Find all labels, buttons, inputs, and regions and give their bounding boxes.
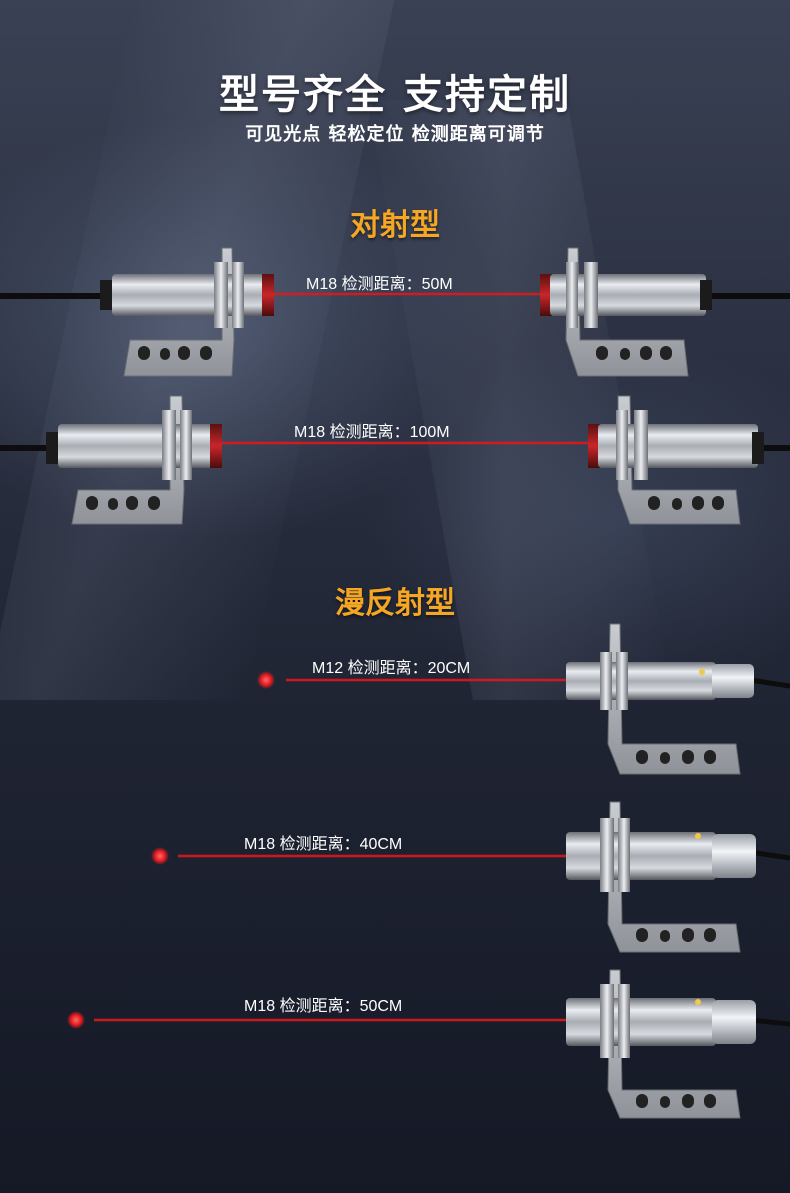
sensor-body	[566, 832, 716, 880]
sensor-nut	[618, 984, 630, 1058]
bracket-hole	[660, 752, 670, 764]
bracket-hole	[200, 346, 212, 360]
sensor-tail	[46, 432, 60, 464]
laser-spot	[151, 847, 169, 865]
cable	[749, 677, 790, 689]
bracket-hole	[704, 928, 716, 942]
sensor-nut	[214, 262, 228, 328]
diffuse-sensor-m18-40cm	[151, 801, 790, 953]
bracket-hole	[178, 346, 190, 360]
sensor-nut	[162, 410, 176, 480]
sensor-nut	[616, 410, 628, 480]
mounting-bracket	[617, 395, 741, 525]
clear-cap	[712, 664, 754, 698]
clear-cap	[712, 1000, 756, 1044]
sensor-tail	[752, 432, 764, 464]
bracket-hole	[108, 498, 118, 510]
spec-label-diffuse-1: M12 检测距离：20CM	[312, 660, 471, 677]
bracket-hole	[712, 496, 724, 510]
sensor-tail	[700, 280, 712, 310]
sensor-nut	[180, 410, 192, 480]
sensor-body	[566, 662, 716, 700]
indicator-led	[699, 669, 705, 675]
mounting-bracket	[607, 623, 741, 775]
sensor-body	[566, 998, 716, 1046]
sensor-nut	[566, 262, 578, 328]
mounting-bracket	[565, 247, 689, 377]
sensor-tail	[100, 280, 114, 310]
clear-cap	[712, 834, 756, 878]
bracket-hole	[704, 750, 716, 764]
laser-spot	[67, 1011, 85, 1029]
sensor-nut	[600, 984, 614, 1058]
sensor-body	[112, 274, 270, 316]
bracket-hole	[682, 750, 694, 764]
spec-label-diffuse-2: M18 检测距离：40CM	[244, 836, 403, 853]
sensor-nut	[232, 262, 244, 328]
sensor-nut	[634, 410, 648, 480]
bracket-hole	[660, 930, 670, 942]
bracket-hole	[620, 348, 630, 360]
spec-label-through-beam-2: M18 检测距离：100M	[294, 424, 450, 441]
sensor-nut	[584, 262, 598, 328]
sensor-nut	[600, 652, 612, 710]
laser-spot	[257, 671, 275, 689]
bracket-hole	[138, 346, 150, 360]
indicator-led	[695, 833, 701, 839]
subheadline: 可见光点 轻松定位 检测距离可调节	[245, 124, 545, 145]
through-beam-pair-50m	[0, 247, 790, 377]
bracket-hole	[636, 928, 648, 942]
cable	[749, 849, 790, 861]
sensor-nut	[616, 652, 628, 710]
bracket-hole	[636, 1094, 648, 1108]
diffuse-sensor-m12	[257, 623, 790, 775]
bracket-hole	[682, 1094, 694, 1108]
headline: 型号齐全 支持定制	[219, 72, 571, 118]
emitter-lens	[210, 424, 222, 468]
sensor-nut	[600, 818, 614, 892]
spec-label-diffuse-3: M18 检测距离：50CM	[244, 998, 403, 1015]
spec-label-through-beam-1: M18 检测距离：50M	[306, 276, 453, 293]
receiver-lens	[540, 274, 552, 316]
bracket-hole	[672, 498, 682, 510]
bracket-hole	[640, 346, 652, 360]
bracket-hole	[126, 496, 138, 510]
bracket-hole	[86, 496, 98, 510]
bracket-hole	[682, 928, 694, 942]
sensor-body	[58, 424, 218, 468]
emitter-lens	[262, 274, 274, 316]
bracket-hole	[648, 496, 660, 510]
through-beam-pair-100m	[0, 395, 790, 525]
bracket-hole	[160, 348, 170, 360]
section-title-through-beam: 对射型	[350, 208, 440, 243]
bracket-hole	[148, 496, 160, 510]
receiver-lens	[588, 424, 600, 468]
bracket-hole	[660, 346, 672, 360]
cable	[749, 1017, 790, 1027]
section-title-diffuse: 漫反射型	[335, 586, 455, 621]
indicator-led	[695, 999, 701, 1005]
diffuse-sensor-m18-50cm	[67, 969, 790, 1119]
sensor-nut	[618, 818, 630, 892]
bracket-hole	[636, 750, 648, 764]
bracket-hole	[704, 1094, 716, 1108]
bracket-hole	[596, 346, 608, 360]
bracket-hole	[660, 1096, 670, 1108]
bracket-hole	[692, 496, 704, 510]
